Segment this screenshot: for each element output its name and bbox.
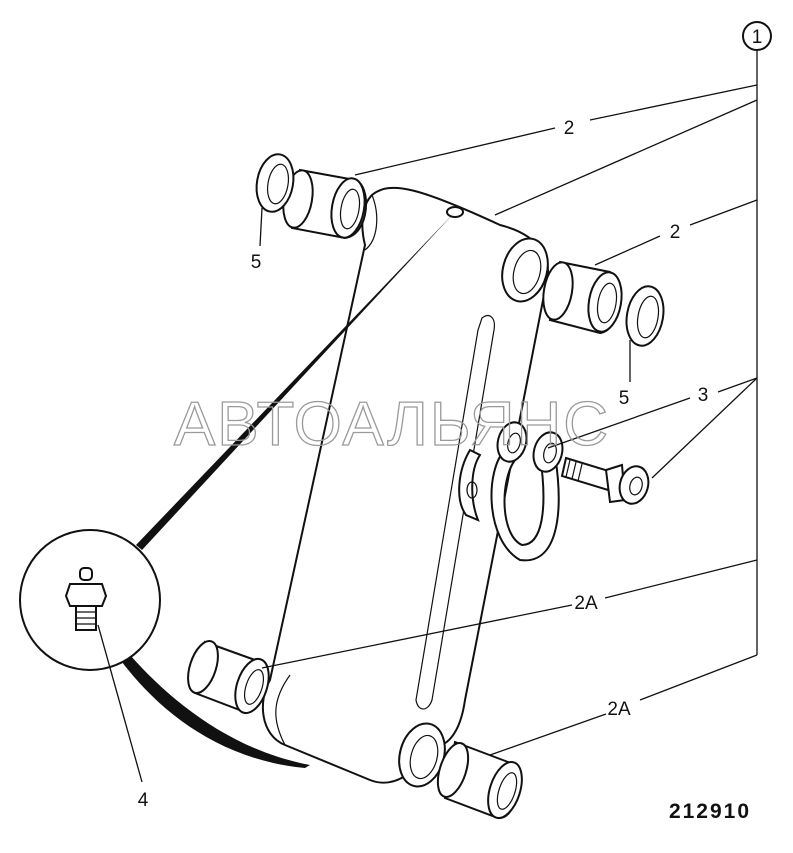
callout-2a-upper: 2A bbox=[574, 593, 598, 614]
leader-lines bbox=[97, 50, 758, 783]
callout-5-left: 5 bbox=[251, 252, 262, 273]
washer-upper-right bbox=[625, 285, 665, 347]
shackle bbox=[490, 421, 564, 562]
bush-lower-left bbox=[187, 640, 270, 715]
watermark: АВТОАЛЬЯНС bbox=[174, 390, 610, 459]
callout-2-upper-left: 2 bbox=[564, 118, 575, 139]
bush-upper-left bbox=[282, 168, 368, 240]
callout-3: 3 bbox=[698, 385, 709, 406]
grease-nipple-detail bbox=[19, 529, 161, 671]
callout-4: 4 bbox=[138, 790, 149, 811]
link-arm bbox=[261, 186, 549, 788]
callout-1: 1 bbox=[752, 27, 763, 48]
callout-2-upper-right: 2 bbox=[670, 222, 681, 243]
callout-2a-lower: 2A bbox=[607, 699, 631, 720]
diagram-part-number: 212910 bbox=[669, 800, 751, 823]
callout-5-right: 5 bbox=[619, 388, 630, 409]
assembly-callout-circle bbox=[742, 21, 772, 51]
washer-upper-left bbox=[255, 153, 295, 213]
callout-cone-upper bbox=[136, 212, 455, 550]
grease-nipple-icon bbox=[64, 567, 108, 631]
bush-upper-right bbox=[542, 260, 623, 335]
bush-lower-right bbox=[436, 740, 523, 820]
shackle-bolt bbox=[560, 456, 650, 505]
